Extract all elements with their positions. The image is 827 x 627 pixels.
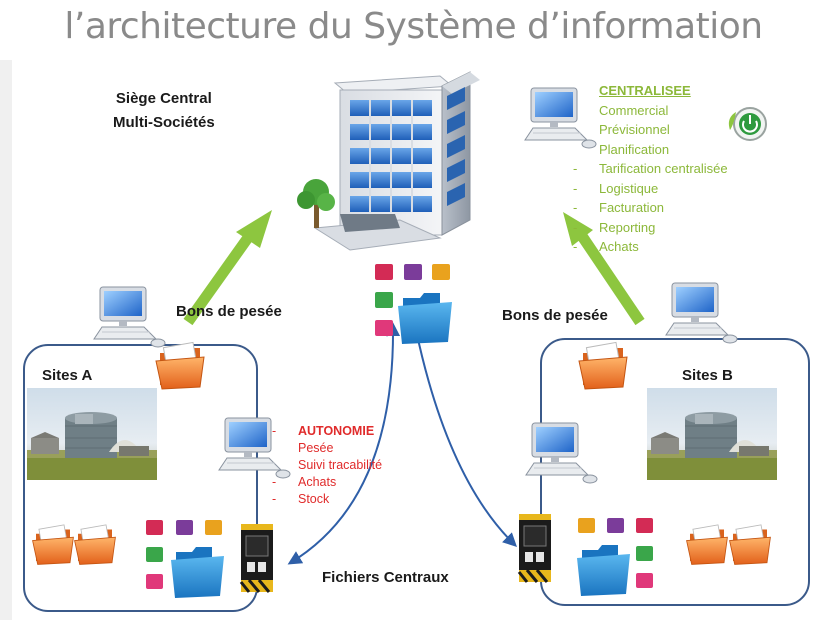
folder-grid-site-b bbox=[577, 518, 653, 596]
bons-de-pesee-right: Bons de pesée bbox=[502, 307, 608, 324]
autonomie-item: Pesée bbox=[298, 441, 334, 455]
siege-line-1: Siège Central bbox=[115, 90, 212, 107]
centralisee-item: Logistique bbox=[599, 180, 659, 196]
plant-image-site-a bbox=[26, 387, 158, 481]
siege-central-label: Siège Central Multi-Sociétés bbox=[113, 87, 215, 135]
site-a-label: Sites A bbox=[42, 367, 93, 384]
office-building-icon bbox=[313, 71, 480, 251]
terminal-icon-site-a bbox=[239, 522, 275, 594]
blue-arrow-left bbox=[287, 322, 401, 565]
power-icon bbox=[728, 107, 767, 141]
bons-de-pesee-left: Bons de pesée bbox=[176, 303, 282, 320]
centralisee-item: Tarification centralisée bbox=[599, 161, 728, 176]
folder-grid-site-a bbox=[146, 520, 224, 598]
siege-line-2: Multi-Sociétés bbox=[113, 114, 215, 131]
computer-icon-right-top bbox=[665, 282, 738, 344]
autonomie-list: -AUTONOMIE Pesée Suivi tracabilité -Acha… bbox=[272, 424, 383, 506]
plant-image-site-b bbox=[646, 387, 778, 481]
green-arrow-left bbox=[183, 210, 272, 326]
computer-icon-left-top bbox=[93, 286, 166, 348]
diagram-title: l’architecture du Système d’information bbox=[64, 6, 763, 47]
fichiers-centraux-label: Fichiers Centraux bbox=[322, 569, 449, 586]
autonomie-item: Stock bbox=[298, 492, 330, 506]
blue-arrow-right bbox=[411, 327, 518, 547]
folder-grid-center bbox=[375, 264, 452, 344]
centralisee-list: CENTRALISEE Commercial Prévisionnel Plan… bbox=[573, 83, 728, 254]
tree-icon bbox=[297, 179, 335, 228]
centralisee-heading: CENTRALISEE bbox=[599, 83, 691, 98]
autonomie-heading: AUTONOMIE bbox=[298, 424, 375, 438]
centralisee-item: Prévisionnel bbox=[599, 122, 670, 137]
centralisee-item: Commercial bbox=[599, 102, 669, 118]
centralisee-item: Reporting bbox=[599, 219, 656, 235]
centralisee-item: Facturation bbox=[599, 200, 665, 215]
centralisee-item: Planification bbox=[599, 141, 670, 157]
autonomie-item: Suivi tracabilité bbox=[298, 458, 383, 472]
green-arrow-right bbox=[563, 212, 645, 326]
site-b-label: Sites B bbox=[682, 367, 733, 384]
terminal-icon-site-b bbox=[517, 512, 553, 584]
autonomie-item: Achats bbox=[298, 475, 337, 489]
centralisee-item: Achats bbox=[599, 239, 639, 254]
